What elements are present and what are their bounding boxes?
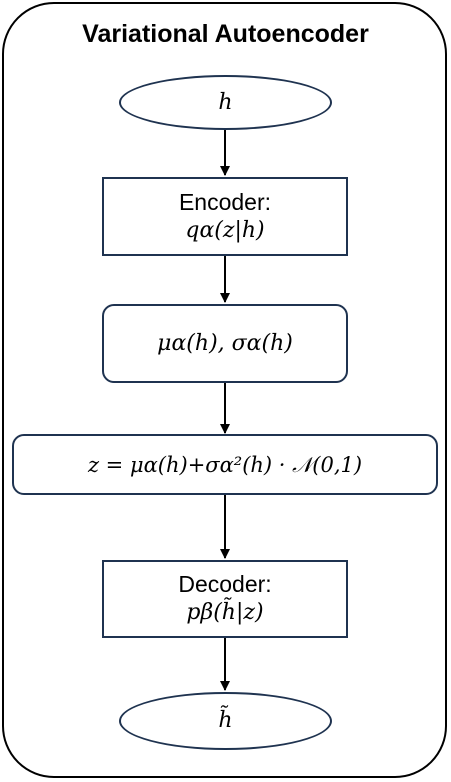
output-node: h̃ xyxy=(119,692,332,750)
encoder-formula: qα(z|h) xyxy=(185,217,265,243)
encoder-node: Encoder: qα(z|h) xyxy=(102,177,348,256)
params-node: μα(h), σα(h) xyxy=(102,304,348,383)
input-symbol: h xyxy=(218,89,233,115)
encoder-label: Encoder: xyxy=(178,188,272,215)
reparam-formula: z = μα(h)+σα²(h) · 𝒩(0,1) xyxy=(87,452,363,477)
decoder-node: Decoder: pβ(h̃|z) xyxy=(102,560,348,638)
decoder-label: Decoder: xyxy=(178,571,272,597)
diagram-title: Variational Autoencoder xyxy=(82,20,369,48)
diagram-frame xyxy=(2,2,447,778)
output-symbol: h̃ xyxy=(218,708,233,733)
params-formula: μα(h), σα(h) xyxy=(157,330,293,356)
input-node: h xyxy=(119,75,332,130)
reparam-node: z = μα(h)+σα²(h) · 𝒩(0,1) xyxy=(12,434,438,495)
decoder-formula: pβ(h̃|z) xyxy=(186,600,264,625)
